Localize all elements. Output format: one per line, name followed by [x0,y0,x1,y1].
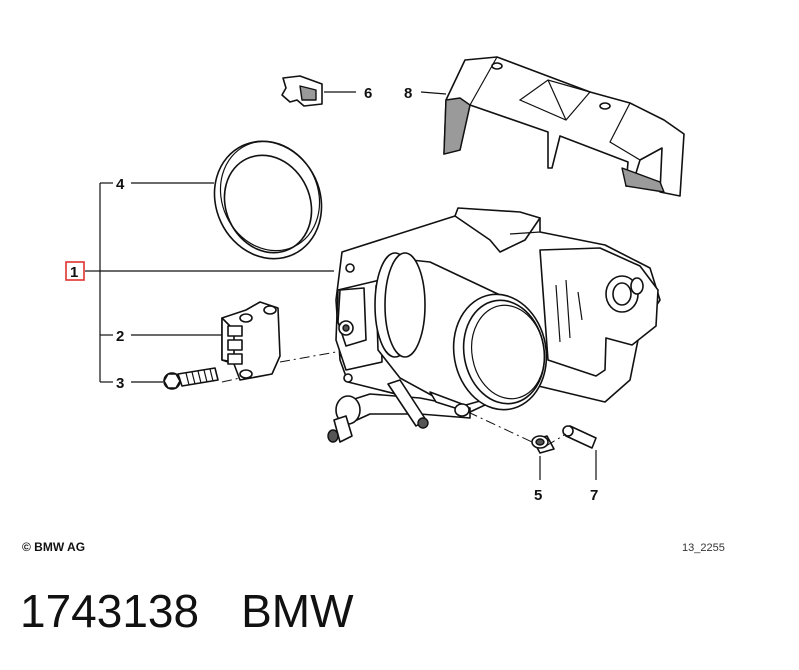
pin-part [562,425,597,449]
callout-1-box [65,261,85,281]
bushing-part [531,435,555,454]
screw-part [163,367,219,390]
copyright-notice: © BMW AG [22,540,86,554]
drawing-number: 13_2255 [682,542,725,554]
parts-diagram: 1 2 3 4 5 6 7 8 [65,56,685,504]
leader-lines [85,91,597,480]
footer-title: 1743138 BMW [20,584,354,638]
callout-7: 7 [590,487,598,504]
clip-part [281,75,323,107]
part-number: 1743138 [20,585,200,637]
callout-3: 3 [116,375,124,392]
callout-8: 8 [404,85,412,102]
throttle-housing-part [327,207,661,443]
sensor-part [221,301,281,381]
callout-5: 5 [534,487,542,504]
callout-2: 2 [116,328,124,345]
callout-4: 4 [116,176,125,193]
callout-1: 1 [70,264,78,281]
ring-seal-part [213,140,323,260]
cover-part [443,56,685,197]
callout-6: 6 [364,85,372,102]
brand-name: BMW [241,585,354,637]
